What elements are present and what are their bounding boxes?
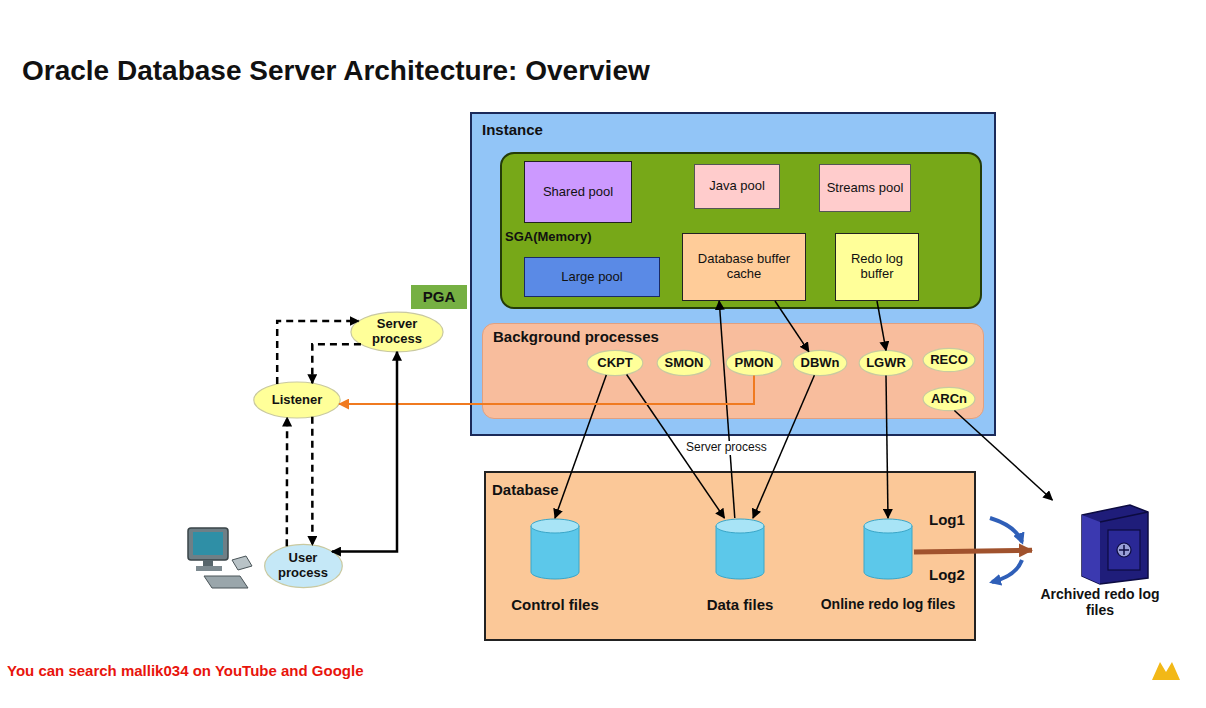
computer-icon (188, 528, 252, 588)
buffer-cache-box: Database buffer cache (682, 233, 806, 301)
control-files-cylinder: Control files (495, 518, 615, 622)
memory-pool-box: Shared pool (524, 161, 632, 223)
node-label: Server process (362, 317, 432, 347)
node-label: Online redo log files (821, 596, 956, 612)
pga-box: PGA (411, 285, 467, 309)
log-switch-arrows (990, 518, 1022, 582)
process-ellipse: DBWn (792, 349, 848, 377)
connector-arrow (312, 344, 361, 383)
node-label: LGWR (866, 356, 906, 371)
cylinder-symbol (714, 518, 766, 580)
node-label: Large pool (561, 270, 622, 285)
node-label: Redo log buffer (840, 252, 914, 282)
region-heading: Instance (482, 121, 543, 138)
node-label: CKPT (597, 356, 632, 371)
node-label: Archived redo log files (1037, 586, 1163, 618)
memory-pool-box: Large pool (524, 257, 660, 297)
cylinder-symbol (862, 518, 914, 580)
process-ellipse: CKPT (586, 349, 644, 377)
database-region: DatabaseControl files Data files Online re… (484, 471, 976, 641)
connector-arrow (332, 352, 397, 552)
connector-arrow (719, 301, 735, 518)
redo-buffer-box: Redo log buffer (835, 233, 919, 301)
connector-arrow (877, 301, 886, 350)
node-label: PMON (735, 356, 774, 371)
region-heading: Database (492, 481, 559, 498)
node-label: DBWn (801, 356, 840, 371)
sga-memory-region: SGA(Memory) Shared pool Java pool Streams p… (500, 152, 982, 309)
process-ellipse: LGWR (858, 349, 914, 377)
connector-arrow (277, 321, 358, 384)
node-label: Data files (707, 596, 774, 613)
node-label: ARCn (931, 392, 967, 407)
data-files-cylinder: Data files (680, 518, 800, 622)
watermark: You can search mallik034 on YouTube and … (5, 662, 365, 679)
region-heading: Background processes (491, 328, 661, 345)
node-label: User process (273, 551, 333, 581)
connector-arrow (753, 375, 814, 518)
node-label: RECO (930, 353, 968, 368)
node-label: Java pool (709, 179, 765, 194)
connector-arrow (339, 376, 754, 404)
connector-arrow (555, 375, 606, 518)
listener-ellipse: Listener (252, 380, 342, 420)
node-label: Database buffer cache (687, 252, 801, 282)
connector-arrow (286, 418, 289, 547)
connector-arrow (775, 301, 809, 352)
background-process-band: Background processesCKPT SMON PMON DBWn LGWR… (482, 323, 984, 419)
log-group-label: Log1 (927, 511, 967, 528)
process-ellipse: PMON (725, 349, 783, 377)
region-heading: SGA(Memory) (505, 230, 592, 245)
connector-arrow (886, 376, 888, 518)
node-label: Streams pool (827, 181, 904, 196)
archive-files: Archived redo log files (1032, 500, 1168, 632)
log-group-label: Log2 (927, 566, 967, 583)
node-label: Control files (511, 596, 599, 613)
connector-arrow (627, 374, 725, 518)
node-label: Listener (272, 393, 323, 408)
process-ellipse: ARCn (922, 386, 976, 412)
instance-region: InstanceSGA(Memory)Shared poolJava poolS… (470, 112, 996, 436)
process-ellipse: SMON (656, 349, 712, 377)
node-label: PGA (423, 288, 456, 305)
safe-icon (1082, 505, 1148, 584)
connector-arrow (914, 550, 1032, 552)
diagram-title: Oracle Database Server Architecture: Ove… (22, 55, 650, 87)
process-ellipse: RECO (922, 347, 976, 373)
user-process-ellipse: User process (263, 542, 344, 590)
node-label: Shared pool (543, 185, 613, 200)
connector-label: Server process (684, 441, 769, 455)
server-process-ellipse: Server process (349, 310, 445, 354)
logo (1152, 662, 1180, 680)
connector-arrow (954, 410, 1052, 500)
node-label: SMON (665, 356, 704, 371)
memory-pool-box: Streams pool (819, 164, 911, 212)
connector-arrow (311, 417, 314, 545)
memory-pool-box: Java pool (694, 164, 780, 209)
cylinder-symbol (529, 518, 581, 580)
